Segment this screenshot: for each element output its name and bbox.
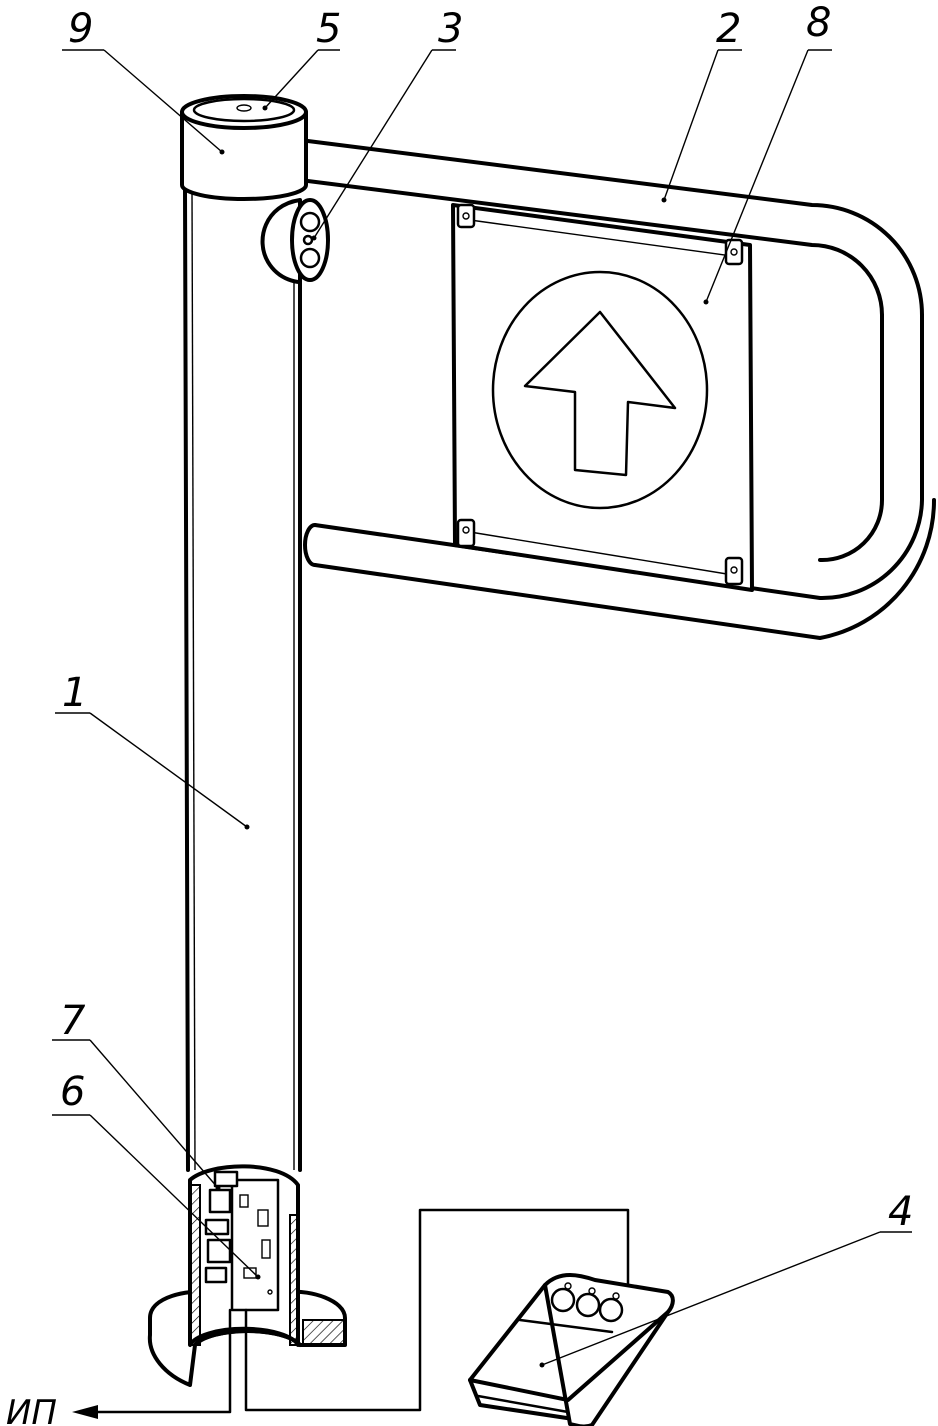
post-base xyxy=(147,1164,347,1387)
arrow-left-icon xyxy=(72,1405,98,1419)
direction-sign-panel xyxy=(451,203,754,592)
callout-4: 4 xyxy=(888,1189,913,1235)
callout-8: 8 xyxy=(806,0,831,46)
arrow-up-icon xyxy=(523,310,677,477)
top-cap xyxy=(180,94,308,201)
callout-labels: 9 5 3 2 8 1 7 6 4 ИП xyxy=(6,0,913,1426)
callout-6: 6 xyxy=(60,1069,85,1115)
callout-7: 7 xyxy=(60,998,86,1044)
power-supply-label: ИП xyxy=(6,1393,57,1426)
callout-1: 1 xyxy=(62,670,87,716)
callout-9: 9 xyxy=(68,6,93,52)
callout-3: 3 xyxy=(438,6,463,52)
mounting-clip-top-left xyxy=(456,203,476,229)
controller-board xyxy=(230,1178,280,1312)
turnstile-post xyxy=(183,188,302,1172)
callout-5: 5 xyxy=(316,6,341,52)
leader-lines xyxy=(52,49,912,1368)
callout-2: 2 xyxy=(716,6,741,52)
remote-control-panel xyxy=(468,1273,675,1426)
mounting-clip-bottom-left xyxy=(456,518,476,548)
mounting-clip-bottom-right xyxy=(724,556,744,586)
terminal-blocks xyxy=(204,1170,239,1284)
cables xyxy=(72,1208,630,1419)
mounting-clip-top-right xyxy=(724,238,744,266)
indicator-unit xyxy=(260,198,330,284)
